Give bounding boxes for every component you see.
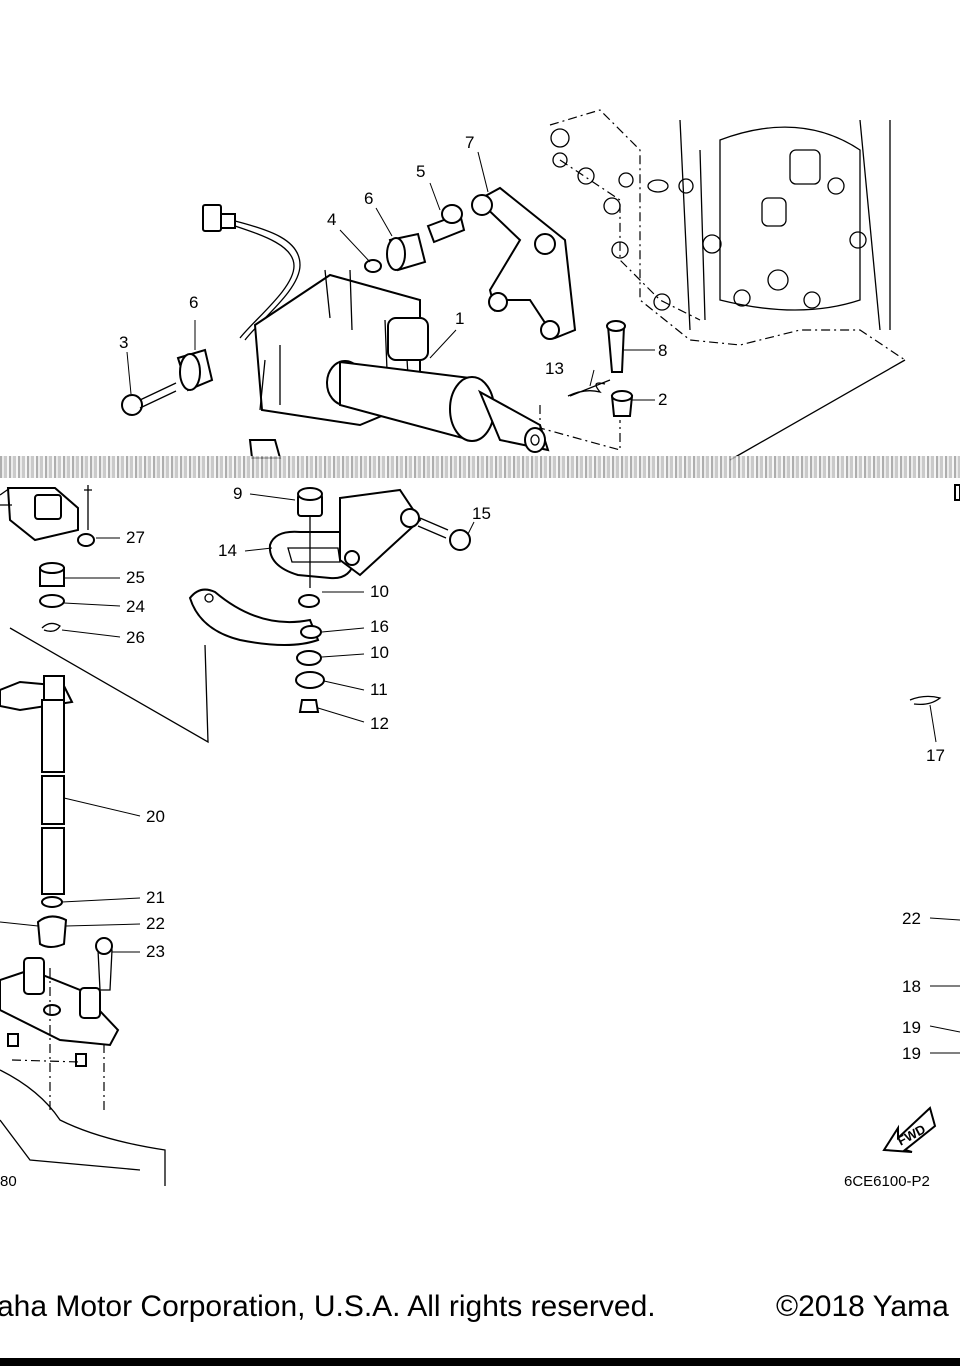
- bottom-bar: [0, 1358, 960, 1366]
- callout-13: 13: [545, 359, 564, 378]
- callout-3: 3: [119, 333, 128, 352]
- callout-5: 5: [416, 162, 425, 181]
- callout-12: 12: [370, 714, 389, 733]
- callout-22a: 22: [146, 914, 165, 933]
- callout-25: 25: [126, 568, 145, 587]
- cut-region: [0, 439, 282, 547]
- callout-1: 1: [455, 309, 464, 328]
- scan-band: [0, 456, 960, 478]
- callout-22b: 22: [902, 909, 921, 928]
- lever-assembly: [9, 487, 471, 744]
- shift-shaft-assembly: [0, 562, 166, 1186]
- callout-19a: 19: [902, 1018, 921, 1037]
- callout-2: 2: [658, 390, 667, 409]
- shift-rod-assembly: [253, 269, 621, 453]
- wire-harness: [202, 204, 301, 341]
- callout-6a: 6: [364, 189, 373, 208]
- callout-10a: 10: [370, 582, 389, 601]
- callout-21: 21: [146, 888, 165, 907]
- callout-20: 20: [146, 807, 165, 826]
- callout-9: 9: [233, 484, 242, 503]
- callout-10b: 10: [370, 643, 389, 662]
- callout-18: 18: [902, 977, 921, 996]
- callout-16: 16: [370, 617, 389, 636]
- callout-23: 23: [146, 942, 165, 961]
- callout-26: 26: [126, 628, 145, 647]
- callout-14: 14: [218, 541, 237, 560]
- callout-4: 4: [327, 210, 336, 229]
- callout-24: 24: [126, 597, 145, 616]
- copyright-text: aha Motor Corporation, U.S.A. All rights…: [0, 1290, 656, 1323]
- copyright-year: ©2018 Yama: [776, 1290, 949, 1323]
- callout-6b: 6: [189, 293, 198, 312]
- callout-15: 15: [472, 504, 491, 523]
- callout-8: 8: [658, 341, 667, 360]
- figure-code-right: 6CE6100-P2: [844, 1173, 930, 1190]
- callout-17: 17: [926, 746, 945, 765]
- callout-labels: 1 2 3 4 5 6 6 7 8 9 10 10 11 12 13 14 15…: [0, 133, 945, 1190]
- figure-code-left: 80: [0, 1173, 17, 1190]
- callout-19b: 19: [902, 1044, 921, 1063]
- leader-lines: [0, 151, 960, 1054]
- bushing-parts: [121, 186, 634, 417]
- right-edge-parts: [882, 484, 960, 1153]
- engine-block-upper: [549, 109, 906, 461]
- callout-7: 7: [465, 133, 474, 152]
- callout-27: 27: [126, 528, 145, 547]
- callout-11: 11: [370, 680, 388, 699]
